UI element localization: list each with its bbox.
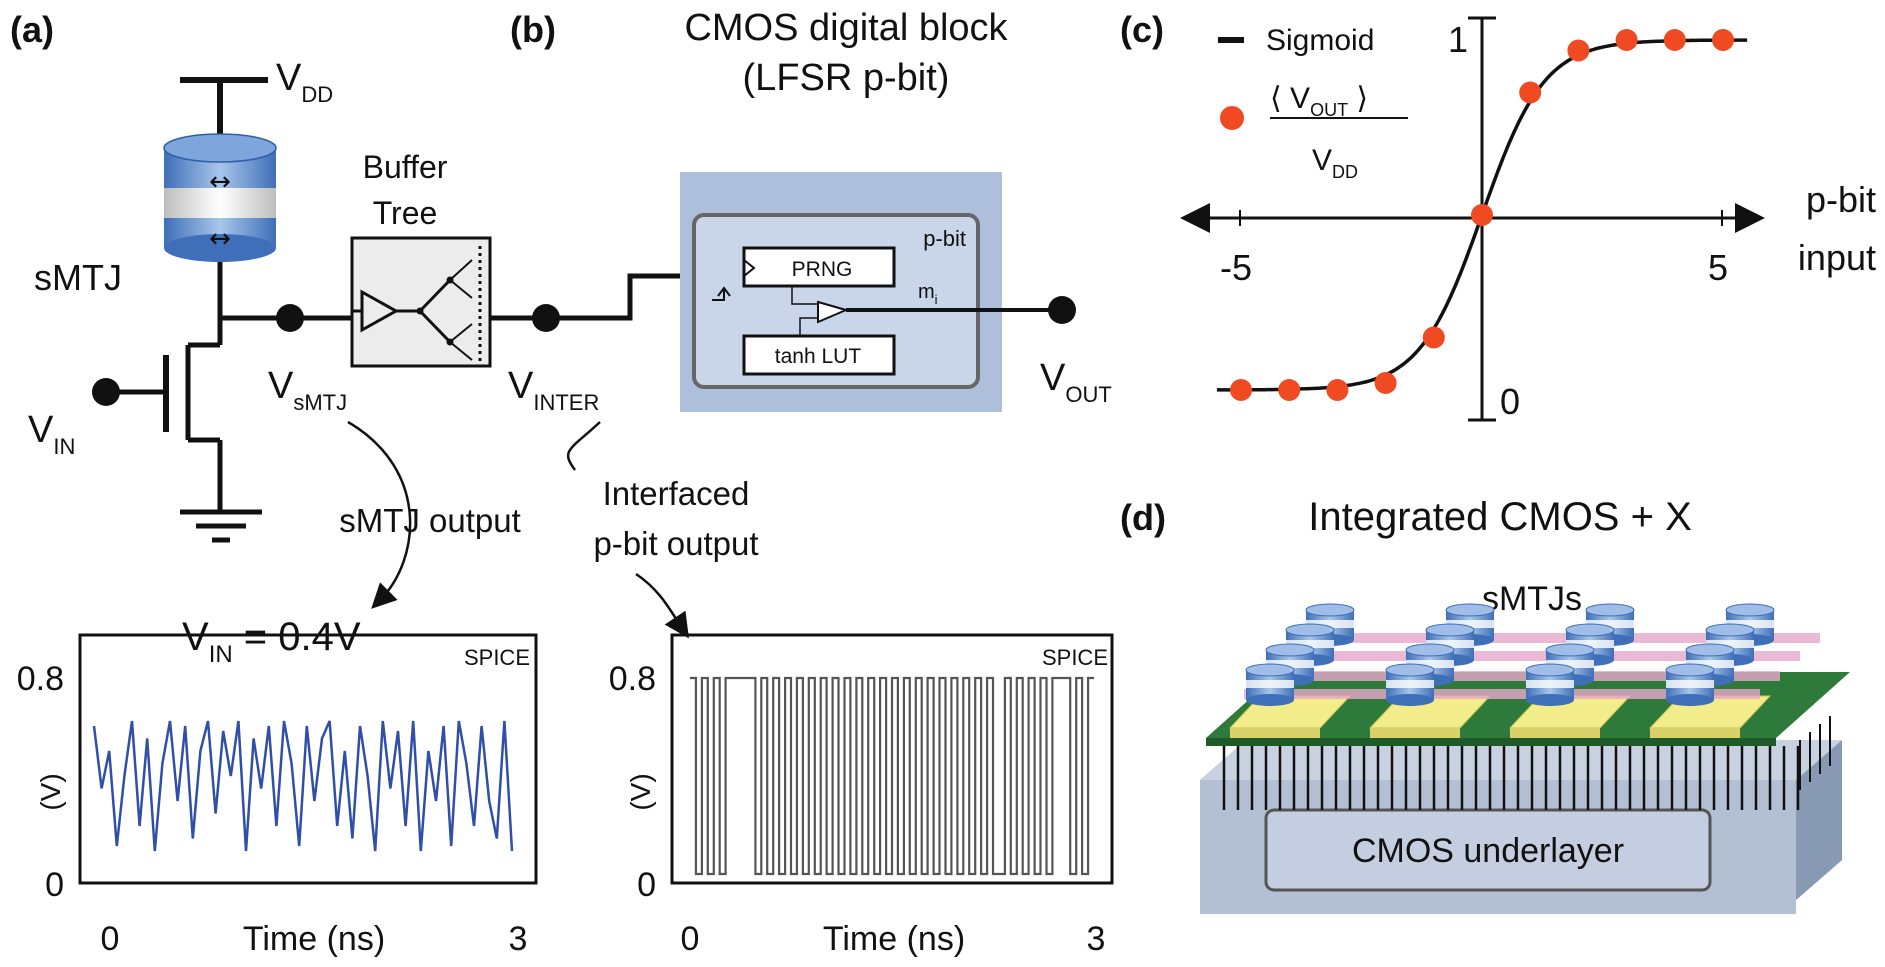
smtjs-label: sMTJs [1482, 580, 1582, 618]
vout-node [1048, 296, 1076, 324]
buffer-label-1: Buffer [363, 149, 448, 185]
panel-b-label: (b) [510, 9, 556, 50]
plot-right-spice: SPICE [1042, 645, 1108, 670]
panel-b-title-2: (LFSR p-bit) [743, 57, 950, 99]
smtj-cell [1525, 663, 1575, 706]
buffer-label-2: Tree [373, 195, 438, 231]
smtj-trace [92, 720, 514, 852]
panel-d-title: Integrated CMOS + X [1308, 495, 1692, 539]
vinter-label: VINTER [508, 365, 599, 415]
plot-right-frame [670, 633, 1114, 885]
plot-left-frame [78, 633, 538, 885]
comparator-icon [817, 300, 849, 324]
clock-icon [712, 286, 731, 301]
svg-text:↔: ↔ [209, 224, 231, 254]
vdd-label: VDD [276, 57, 333, 107]
plot-right-xlabel: Time (ns) [823, 920, 965, 958]
smtj-cell [1565, 623, 1615, 666]
vout-label: VOUT [1040, 357, 1112, 407]
plot-left-xtick-0: 0 [101, 920, 120, 958]
sigmoid-point [1615, 29, 1638, 51]
plot-left-ytick-0: 0 [45, 866, 64, 904]
sigmoid-points [1230, 29, 1734, 401]
smtj-label: sMTJ [34, 257, 122, 298]
legend-sigmoid-label: Sigmoid [1266, 24, 1374, 57]
plot-right-xtick-3: 3 [1087, 920, 1106, 958]
sigmoid-point [1230, 379, 1252, 401]
plot-left-ylabel: (V) [35, 773, 66, 810]
plot-right-xtick-0: 0 [681, 920, 700, 958]
legend-denominator: VDD [1312, 144, 1358, 182]
sigmoid-point [1471, 204, 1493, 226]
panel-c-sigmoid: (c) Sigmoid ⟨ VOUT ⟩ VDD -5 5 1 0 p-bit … [1120, 9, 1876, 422]
plot-right-ytick-0: 0 [637, 866, 656, 904]
y-tick-0: 0 [1500, 381, 1520, 422]
legend-numerator: ⟨ VOUT ⟩ [1270, 82, 1368, 120]
y-tick-1: 1 [1448, 19, 1468, 60]
panel-a-label: (a) [10, 9, 54, 50]
panel-a-circuit: (a) VDD ↔ ↔ sMTJ VIN V [10, 9, 769, 639]
panel-b-block: (b) CMOS digital block (LFSR p-bit) p-bi… [510, 7, 1112, 412]
tanh-lut-label: tanh LUT [775, 345, 862, 368]
panel-d-label: (d) [1120, 497, 1166, 538]
mi-label: mi [918, 281, 938, 307]
svg-text:↔: ↔ [209, 167, 231, 197]
sigmoid-point [1278, 379, 1301, 401]
pbit-label: p-bit [923, 226, 966, 251]
smtj-output-arrow [347, 420, 412, 609]
smtj-cell [1245, 663, 1295, 706]
plot-left-ytick-08: 0.8 [17, 660, 64, 698]
cmos-underlayer-box [1264, 808, 1712, 892]
x-axis-label-1: p-bit [1806, 179, 1876, 220]
plot-left-xtick-3: 3 [509, 920, 528, 958]
pbit-trace [690, 676, 1094, 876]
sigmoid-point [1519, 81, 1542, 104]
panel-c-label: (c) [1120, 9, 1164, 50]
panel-b-title-1: CMOS digital block [684, 7, 1008, 49]
prng-box [742, 246, 896, 288]
legend-points-swatch [1220, 106, 1244, 130]
sigmoid-point [1712, 29, 1734, 51]
prng-label: PRNG [792, 258, 853, 281]
sigmoid-point [1326, 379, 1349, 401]
smtj-array [1244, 603, 1820, 706]
plot-left: VIN = 0.4V SPICE 0.8 0 (V) 0 3 Time (ns) [17, 615, 538, 958]
plot-right-ylabel: (V) [625, 773, 656, 810]
smtj-output-label: sMTJ output [339, 502, 521, 539]
vsmtj-label: VsMTJ [268, 365, 347, 415]
smtj-cell [1665, 663, 1715, 706]
sigmoid-point [1422, 326, 1445, 349]
tanh-lut-box [742, 334, 896, 376]
plot-left-xlabel: Time (ns) [243, 920, 385, 958]
plot-left-title: VIN = 0.4V [182, 615, 361, 668]
x-tick-pos: 5 [1708, 247, 1728, 288]
buffer-tree-box [350, 236, 492, 368]
panel-d-integration: (d) Integrated CMOS + X sMTJs CMOS under… [1120, 495, 1850, 914]
cmos-underlayer-label: CMOS underlayer [1352, 832, 1624, 870]
interfaced-label-1: Interfaced [603, 475, 750, 512]
vin-label: VIN [28, 409, 75, 459]
sigmoid-point [1374, 372, 1397, 394]
sigmoid-point [1663, 29, 1686, 51]
plot-right: SPICE 0.8 0 (V) 0 3 Time (ns) [609, 633, 1114, 958]
vin-node [92, 378, 120, 406]
x-tick-neg: -5 [1220, 247, 1252, 288]
smtj-cell [1385, 663, 1435, 706]
interfaced-label-2: p-bit output [593, 525, 758, 562]
sigmoid-point [1567, 39, 1590, 62]
plot-left-spice: SPICE [464, 645, 530, 670]
plot-right-ytick-08: 0.8 [609, 660, 656, 698]
via-pins [1222, 716, 1831, 810]
interfaced-output-arrow [635, 572, 689, 639]
x-axis-label-2: input [1798, 237, 1876, 278]
smtj-cylinder: ↔ ↔ [163, 133, 277, 262]
